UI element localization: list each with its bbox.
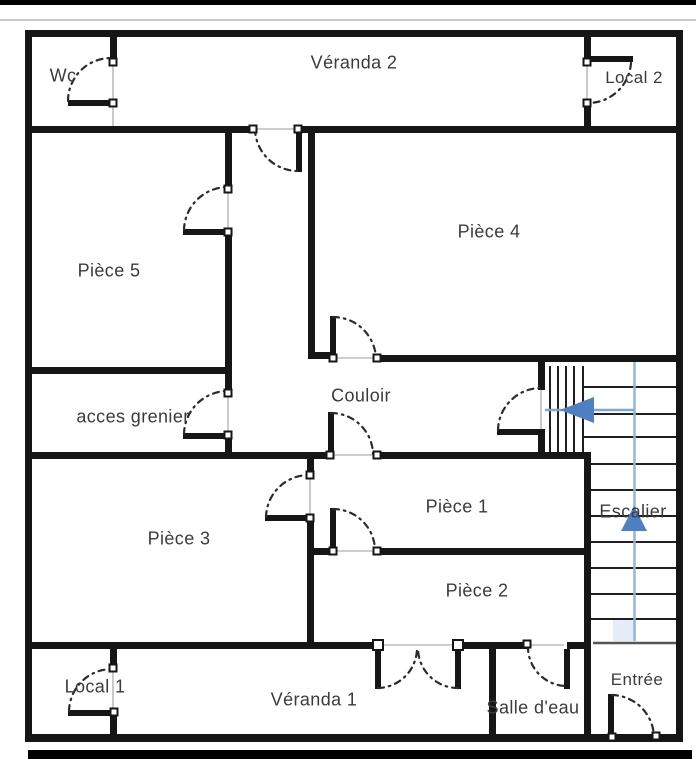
- piece4-south-wall-stub: [308, 352, 335, 359]
- piece1-south-wall: [377, 548, 587, 555]
- door-leaf-acces-grenier: [183, 433, 231, 439]
- stairwell-west-wall: [584, 452, 591, 741]
- winder-west-wall-b: [538, 429, 545, 455]
- door-leaf-wc: [68, 100, 116, 106]
- veranda2-south-wall-left: [25, 126, 255, 133]
- door-arc-piece5: [182, 185, 230, 232]
- corridor-west-wall-b: [225, 231, 232, 394]
- door-arc-piece1: [329, 411, 375, 456]
- door-arc-entree: [610, 693, 656, 739]
- stair-arrow-up-icon: [621, 506, 647, 531]
- winder-west-wall-a: [538, 359, 545, 390]
- piece4-west-wall: [308, 133, 315, 359]
- stair-lines: [549, 366, 676, 620]
- piece4-south-wall: [377, 355, 683, 362]
- door-leaf-veranda1-right: [455, 649, 461, 689]
- door-leaf-piece3: [265, 515, 310, 521]
- door-leaf-entree: [608, 694, 614, 738]
- piece5-south-wall: [25, 367, 231, 374]
- room-label-local2: Local 2: [605, 68, 663, 87]
- door-leaf-stairs: [497, 429, 541, 435]
- couloir-south-wall-right: [377, 452, 590, 459]
- room-label-piece3: Pièce 3: [147, 528, 211, 549]
- door-arc-stairs: [496, 386, 543, 432]
- door-leaf-piece1: [328, 412, 334, 456]
- piece3-east-wall-b: [307, 516, 314, 647]
- veranda2-south-wall-right: [298, 126, 683, 133]
- door-leaf-veranda2: [296, 126, 302, 172]
- stair-highlight: [613, 620, 636, 641]
- room-label-piece1: Pièce 1: [425, 496, 489, 517]
- local2-wall-lower: [584, 101, 591, 133]
- room-label-veranda1: Véranda 1: [270, 689, 358, 710]
- window-divider-line: [0, 19, 696, 21]
- room-label-local1: Local 1: [64, 676, 126, 697]
- room-label-veranda2: Véranda 2: [310, 52, 398, 73]
- door-swing-arcs: [66, 56, 656, 739]
- outer-wall-right: [676, 30, 683, 741]
- door-arc-piece4: [331, 315, 378, 361]
- door-arc-local1: [67, 667, 114, 713]
- couloir-south-wall-left: [25, 452, 330, 459]
- door-arc-salle-deau: [526, 644, 569, 688]
- local1-east-wall-a: [110, 649, 117, 669]
- room-label-salle-deau: Salle d'eau: [486, 697, 580, 718]
- outer-wall-top: [25, 30, 683, 37]
- top-black-bar: [0, 0, 696, 5]
- door-leaf-local1: [68, 710, 116, 716]
- room-label-piece4: Pièce 4: [457, 221, 521, 242]
- door-arc-veranda1-right: [416, 647, 460, 690]
- room-label-wc: Wc: [49, 65, 77, 86]
- room-label-escalier: Escalier: [599, 501, 667, 522]
- room-label-couloir: Couloir: [331, 385, 391, 406]
- salle-deau-west-wall: [489, 649, 496, 739]
- door-leaf-piece2: [330, 508, 336, 552]
- corridor-west-wall-a: [225, 133, 232, 190]
- ground-band-north-wall-left: [25, 642, 378, 649]
- door-leaf-local2: [587, 56, 633, 62]
- stair-direction-arrows: [560, 397, 647, 531]
- piece1-south-wall-stub: [310, 548, 333, 555]
- door-arc-local2: [586, 61, 633, 105]
- ground-band-north-wall-mid: [458, 642, 527, 649]
- door-leaf-piece4: [330, 316, 336, 360]
- piece3-east-wall-a: [307, 452, 314, 476]
- outer-wall-bottom: [25, 734, 683, 742]
- door-arc-veranda2: [253, 127, 299, 173]
- walls: [25, 30, 683, 742]
- door-leaf-veranda1-left: [375, 649, 381, 689]
- door-arc-piece3: [264, 473, 311, 519]
- door-arc-acces-grenier: [182, 389, 230, 436]
- bottom-black-bar: [28, 750, 692, 759]
- local1-east-wall-b: [110, 712, 117, 737]
- corridor-west-wall-c: [225, 436, 232, 459]
- local2-wall-stub: [584, 30, 591, 64]
- door-arc-veranda1-left: [376, 647, 419, 690]
- room-label-piece2: Pièce 2: [445, 580, 509, 601]
- room-label-piece5: Pièce 5: [77, 260, 141, 281]
- door-arc-wc: [66, 56, 113, 103]
- wc-wall-stub: [110, 30, 117, 64]
- door-leaf-piece5: [183, 229, 231, 235]
- ground-band-north-wall-right: [567, 642, 590, 649]
- door-jamb-markers: [108, 57, 661, 742]
- door-leaf-salle-deau: [564, 649, 570, 689]
- room-label-acces-grenier: acces grenier: [76, 406, 190, 427]
- outer-wall-left: [25, 30, 32, 741]
- door-arc-piece2: [331, 507, 377, 552]
- room-label-entree: Entrée: [610, 670, 664, 689]
- stair-arrow-left-icon: [560, 397, 594, 423]
